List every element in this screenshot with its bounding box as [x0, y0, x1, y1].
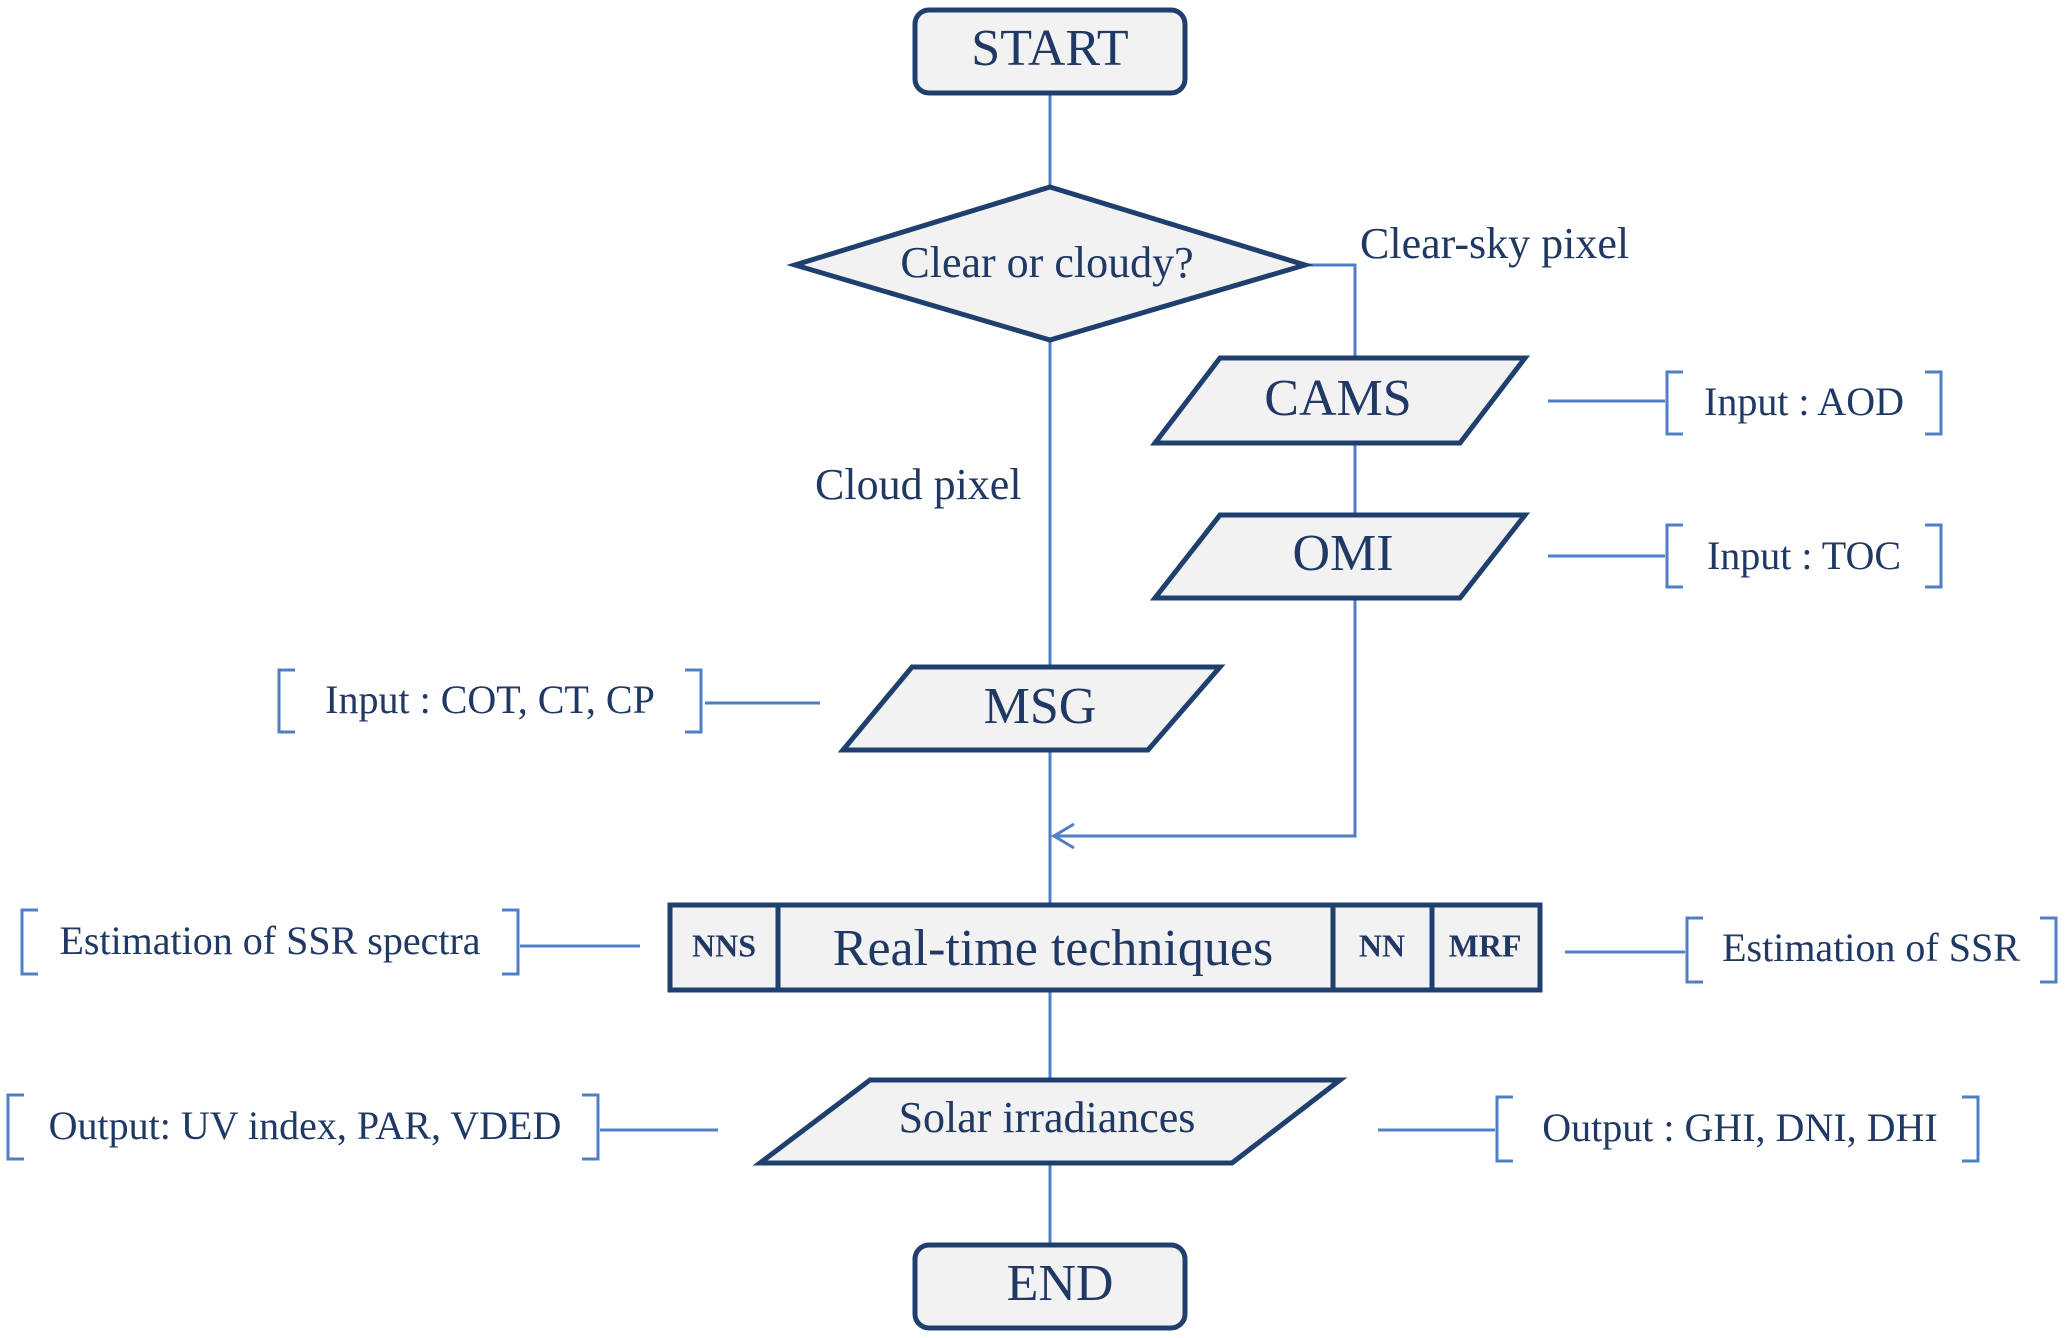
- output-uv-text: Output: UV index, PAR, VDED: [49, 1103, 562, 1148]
- connector-decision-cams: [1305, 263, 1357, 358]
- omi-label: OMI: [1292, 525, 1393, 582]
- start-label: START: [971, 20, 1128, 77]
- msg-input-text: Input : COT, CT, CP: [325, 677, 655, 722]
- cams-label: CAMS: [1264, 370, 1411, 427]
- connector-omi-merge: [1056, 600, 1357, 838]
- omi-input-annotation: Input : TOC: [1665, 523, 1943, 589]
- start-node: START: [912, 7, 1188, 96]
- omi-node: OMI: [1149, 512, 1531, 601]
- output-ghi-text: Output : GHI, DNI, DHI: [1542, 1105, 1938, 1150]
- cloud-pixel-label: Cloud pixel: [815, 460, 1022, 509]
- cams-node: CAMS: [1149, 355, 1531, 446]
- output-uv-annotation: Output: UV index, PAR, VDED: [6, 1093, 600, 1161]
- solar-label: Solar irradiances: [899, 1093, 1196, 1142]
- merge-arrowhead: [1051, 822, 1075, 850]
- decision-node: Clear or cloudy?: [786, 184, 1314, 343]
- nn-label: NN: [1359, 927, 1405, 963]
- output-ghi-annotation: Output : GHI, DNI, DHI: [1495, 1095, 1980, 1163]
- mrf-label: MRF: [1449, 927, 1522, 963]
- clear-sky-label: Clear-sky pixel: [1360, 219, 1629, 268]
- ssr-text: Estimation of SSR: [1722, 925, 2020, 970]
- cams-input-annotation: Input : AOD: [1665, 370, 1943, 436]
- ssr-spectra-text: Estimation of SSR spectra: [59, 918, 480, 963]
- solar-node: Solar irradiances: [752, 1077, 1348, 1166]
- msg-input-annotation: Input : COT, CT, CP: [277, 668, 703, 734]
- msg-label: MSG: [984, 678, 1097, 735]
- end-label: END: [1007, 1255, 1114, 1312]
- omi-input-text: Input : TOC: [1707, 533, 1901, 578]
- ssr-spectra-annotation: Estimation of SSR spectra: [20, 908, 520, 976]
- ssr-annotation: Estimation of SSR: [1685, 916, 2058, 984]
- realtime-label: Real-time techniques: [833, 920, 1273, 977]
- decision-label: Clear or cloudy?: [900, 238, 1193, 287]
- msg-node: MSG: [837, 664, 1226, 753]
- realtime-node: NNS Real-time techniques NN MRF: [667, 902, 1543, 993]
- nns-label: NNS: [692, 927, 756, 963]
- cams-input-text: Input : AOD: [1704, 379, 1904, 424]
- end-node: END: [912, 1242, 1188, 1331]
